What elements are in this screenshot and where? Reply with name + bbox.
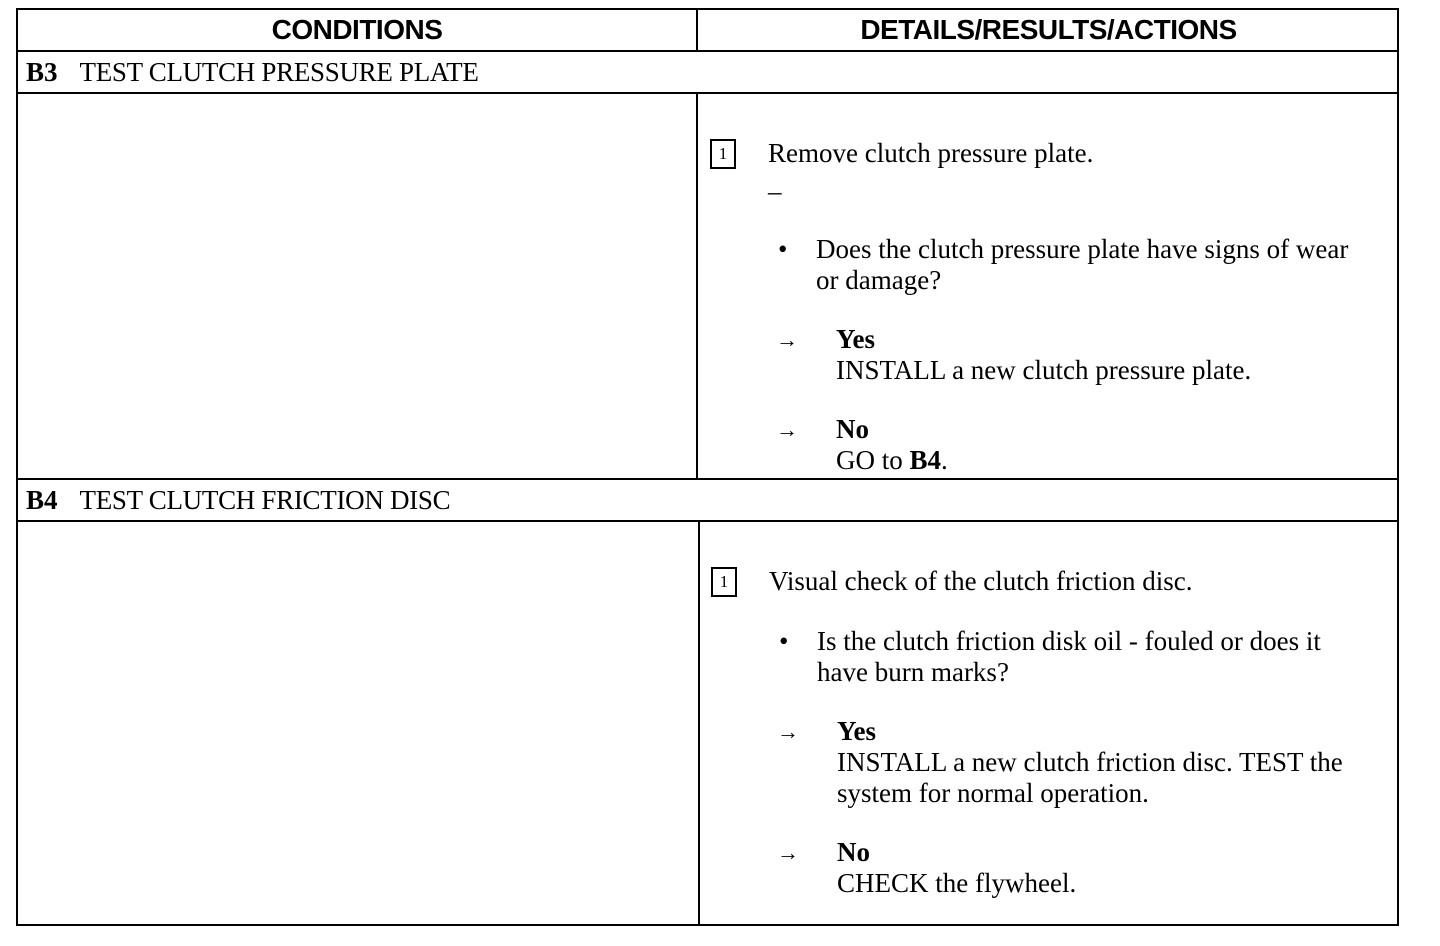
no-action: CHECK the flywheel. [837, 868, 1077, 898]
yes-label: Yes [836, 324, 875, 354]
conditions-header: CONDITIONS [271, 14, 443, 45]
header-column-divider [696, 10, 698, 50]
question-b3: • Does the clutch pressure plate have si… [774, 234, 1376, 296]
bullet-icon: • [779, 626, 789, 656]
step-text: Visual check of the clutch friction disc… [769, 566, 1193, 596]
answer-no-b4: → No CHECK the flywheel. [777, 837, 1397, 899]
arrow-right-icon: → [777, 840, 799, 865]
step-text: Remove clutch pressure plate. [768, 138, 1094, 168]
details-header: DETAILS/RESULTS/ACTIONS [860, 14, 1237, 45]
no-label: No [836, 414, 869, 444]
no-action-ref: B4 [909, 445, 942, 475]
yes-action: INSTALL a new clutch friction disc. TEST… [837, 747, 1343, 808]
section-code: B3 [26, 56, 58, 87]
section-code: B4 [26, 484, 58, 515]
arrow-right-icon: → [776, 327, 798, 352]
step-number-box: 1 [710, 138, 736, 169]
section-b3-title-rule [18, 92, 1397, 94]
yes-action: INSTALL a new clutch pressure plate. [836, 355, 1252, 385]
bullet-icon: • [778, 234, 788, 264]
section-b4-column-divider [698, 522, 700, 926]
section-title-text: TEST CLUTCH PRESSURE PLATE [79, 56, 479, 87]
section-b4-title: B4 TEST CLUTCH FRICTION DISC [26, 480, 451, 520]
question-text: Is the clutch friction disk oil - fouled… [817, 626, 1321, 687]
no-label: No [837, 837, 870, 867]
dash-mark: – [768, 176, 782, 206]
section-b4-title-rule [18, 520, 1397, 522]
answer-no-b3: → No GO to B4. [776, 414, 1396, 476]
header-bottom-rule [18, 50, 1397, 52]
yes-label: Yes [837, 716, 876, 746]
question-b4: • Is the clutch friction disk oil - foul… [775, 626, 1377, 688]
question-text: Does the clutch pressure plate have sign… [816, 234, 1349, 295]
arrow-right-icon: → [776, 417, 798, 442]
answer-yes-b4: → Yes INSTALL a new clutch friction disc… [777, 716, 1377, 809]
step-b4-1: 1 Visual check of the clutch friction di… [711, 566, 1192, 597]
no-action-suffix: . [941, 445, 948, 475]
section-b3-bottom-rule [18, 478, 1397, 480]
section-title-text: TEST CLUTCH FRICTION DISC [79, 484, 451, 515]
no-action-prefix: GO to [836, 445, 910, 475]
answer-yes-b3: → Yes INSTALL a new clutch pressure plat… [776, 324, 1396, 386]
section-b3-title: B3 TEST CLUTCH PRESSURE PLATE [26, 52, 479, 92]
diagnostic-table: CONDITIONS DETAILS/RESULTS/ACTIONS B3 TE… [16, 8, 1399, 926]
step-number-box: 1 [711, 566, 737, 597]
arrow-right-icon: → [777, 719, 799, 744]
no-action: GO to B4. [836, 445, 1396, 476]
step-b3-1: 1 Remove clutch pressure plate. [710, 138, 1093, 169]
section-b3-column-divider [696, 94, 698, 478]
